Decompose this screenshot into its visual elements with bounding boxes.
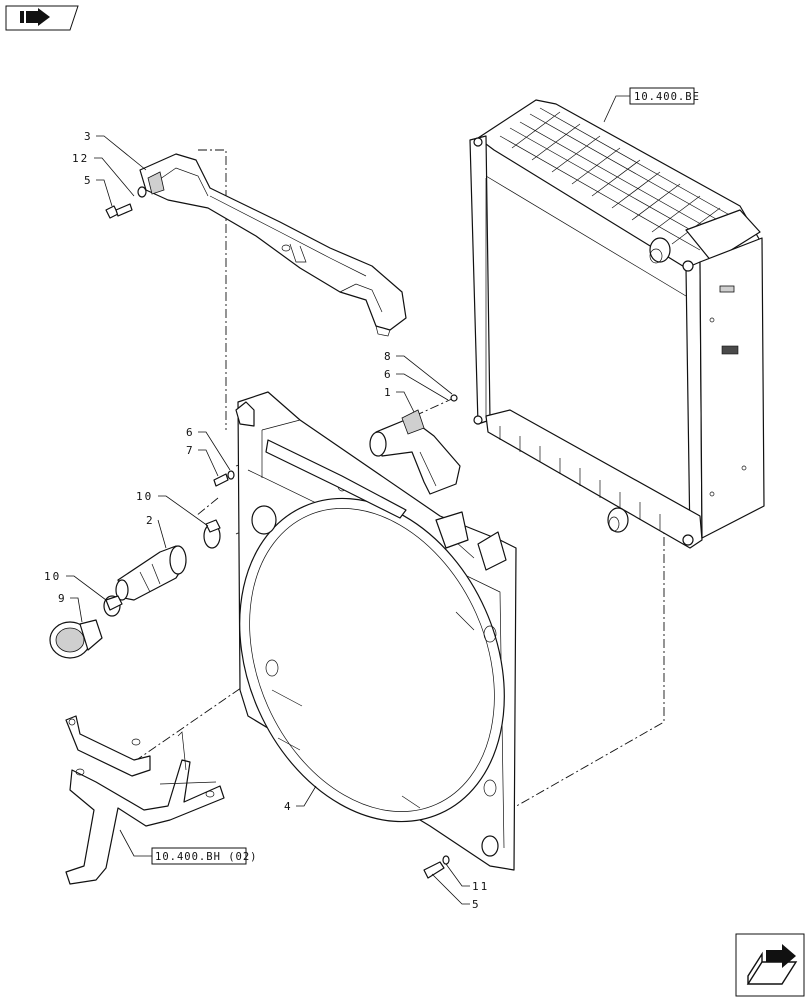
reference-radiator[interactable]: 10.400.BE — [629, 87, 700, 105]
callout-5-lower: 5 — [472, 898, 481, 911]
upper-shroud-part — [139, 153, 407, 337]
callout-3: 3 — [84, 130, 93, 143]
lower-hose-2 — [115, 545, 187, 601]
support-bracket — [65, 715, 225, 885]
callout-4: 4 — [284, 800, 293, 813]
next-page-icon[interactable] — [735, 933, 805, 997]
coupling-9 — [49, 619, 103, 659]
elbow-hose-1 — [369, 409, 461, 495]
callout-5-upper: 5 — [84, 174, 93, 187]
fan-shroud-part — [235, 391, 517, 871]
bolt-5-upper — [105, 186, 147, 219]
callout-12: 12 — [72, 152, 89, 165]
reference-radiator-label: 10.400.BE — [634, 91, 700, 103]
callout-11: 11 — [472, 880, 489, 893]
fasteners-8-6 — [450, 394, 458, 402]
back-arrow-icon[interactable] — [5, 5, 79, 31]
bolt-5-lower — [423, 855, 450, 879]
reference-bracket-label: 10.400.BH (02) — [155, 851, 258, 863]
hose-clamp-10-lower — [103, 595, 123, 617]
reference-bracket[interactable]: 10.400.BH (02) — [151, 847, 258, 865]
callout-10-lower: 10 — [44, 570, 61, 583]
callout-1: 1 — [384, 386, 393, 399]
hose-clamp-10-upper — [203, 519, 221, 549]
callouts: 3 12 5 8 6 1 6 7 10 2 10 9 4 11 5 — [44, 130, 489, 911]
callout-8: 8 — [384, 350, 393, 363]
callout-9: 9 — [58, 592, 67, 605]
radiator-assembly — [469, 99, 765, 549]
callout-10-upper: 10 — [136, 490, 153, 503]
callout-7: 7 — [186, 444, 195, 457]
callout-2: 2 — [146, 514, 155, 527]
callout-6-left: 6 — [186, 426, 195, 439]
fasteners-6-7 — [213, 470, 235, 487]
callout-6-right: 6 — [384, 368, 393, 381]
